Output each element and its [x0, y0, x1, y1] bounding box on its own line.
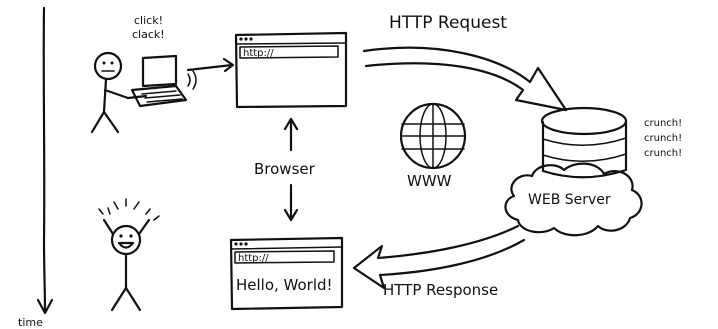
crunch-text-2: crunch!: [644, 133, 682, 144]
url-bar-top: http://: [243, 48, 274, 59]
hello-world-text: Hello, World!: [236, 276, 333, 294]
crunch-text-3: crunch!: [644, 148, 682, 159]
database-icon: [540, 106, 628, 179]
time-label: time: [18, 316, 43, 329]
server-cloud-icon: [504, 162, 643, 237]
url-bar-bottom: http://: [238, 253, 269, 264]
http-response-label: HTTP Response: [383, 281, 498, 299]
time-axis: time: [18, 6, 54, 329]
browser-window-top: http://: [234, 31, 348, 109]
http-request-label: HTTP Request: [389, 13, 507, 33]
http-request-arrow: [362, 46, 568, 112]
user-with-laptop: [90, 51, 197, 134]
user-to-browser-arrow: [186, 57, 235, 73]
laptop-icon: [130, 54, 197, 108]
crunch-text-1: crunch!: [644, 118, 682, 129]
web-server-label: WEB Server: [528, 192, 611, 208]
happy-user: [98, 198, 160, 312]
happy-user-head: [110, 224, 142, 256]
browser-window-bottom: http:// Hello, World!: [229, 236, 344, 311]
user-head: [93, 51, 123, 81]
http-response-arrow: [352, 224, 526, 290]
browser-label-group: Browser: [254, 117, 316, 222]
clack-text: clack!: [132, 28, 165, 41]
browser-label: Browser: [254, 160, 316, 178]
click-text: click!: [134, 14, 163, 27]
globe-icon: [399, 102, 467, 170]
www-label: WWW: [407, 172, 452, 190]
